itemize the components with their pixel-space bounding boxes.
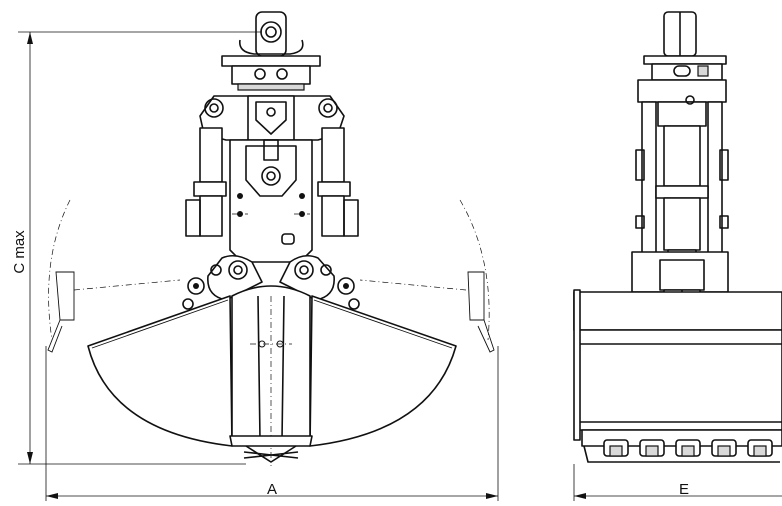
center-body <box>229 139 313 263</box>
dimension-a-label: A <box>267 481 277 498</box>
closed-shells <box>87 285 457 466</box>
left-cylinder <box>185 127 227 237</box>
bucket-teeth <box>581 429 782 463</box>
side-top-connector <box>643 11 727 81</box>
open-shell-outline-left <box>47 199 181 353</box>
side-frame <box>631 79 729 331</box>
side-bucket <box>573 289 782 463</box>
top-connector <box>221 11 321 91</box>
dimension-e: E <box>573 464 782 501</box>
dimension-c-max: C max <box>11 31 262 465</box>
front-view-grab: C max A <box>11 11 499 501</box>
pivot-links <box>182 254 360 310</box>
side-view-grab: E <box>573 11 782 501</box>
head-frame <box>199 95 345 141</box>
dimension-e-label: E <box>679 481 689 498</box>
open-shell-outline-right <box>359 199 495 353</box>
dimension-a: A <box>45 346 499 501</box>
dimension-c-max-label: C max <box>11 230 28 274</box>
right-cylinder <box>317 127 359 237</box>
